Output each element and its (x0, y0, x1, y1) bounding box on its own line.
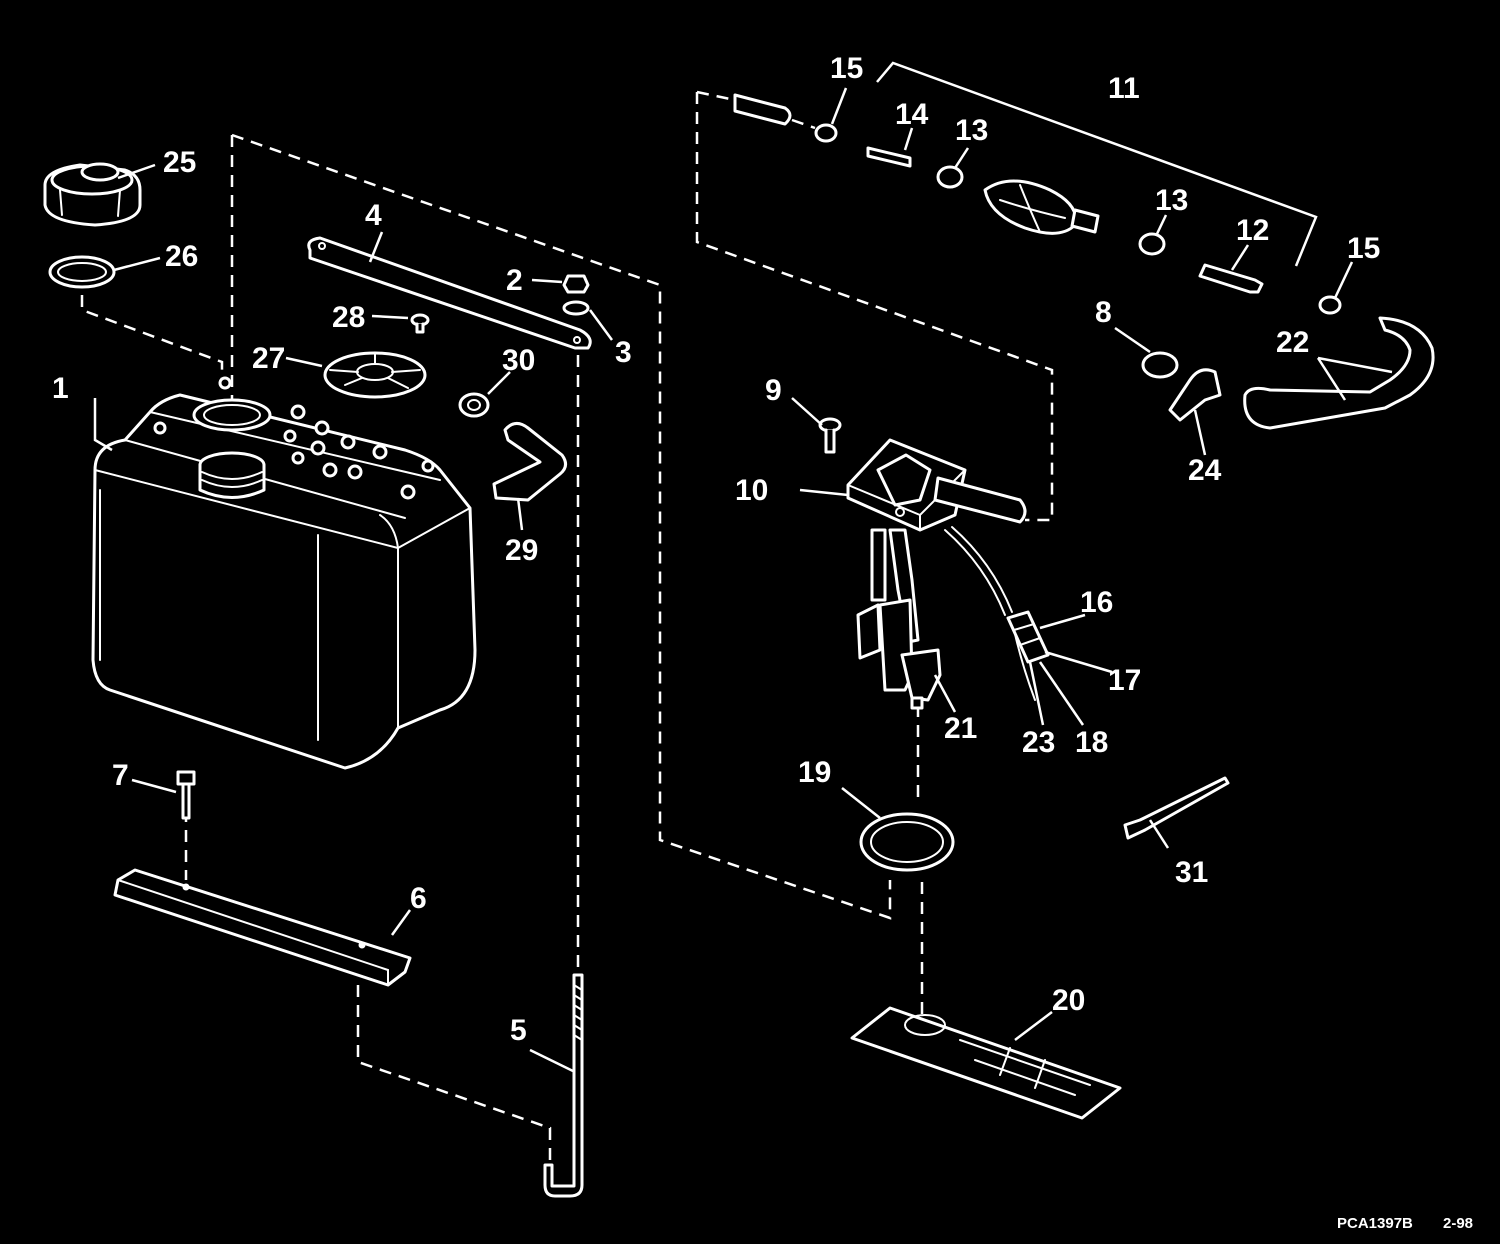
callout-24: 24 (1188, 454, 1222, 487)
callout-14: 14 (895, 98, 929, 131)
callout-27: 27 (252, 342, 285, 375)
gauge-plate (850, 1006, 1122, 1120)
callout-18: 18 (1075, 726, 1108, 759)
callout-15a: 15 (830, 52, 863, 85)
callout-25: 25 (163, 146, 196, 179)
callout-19: 19 (798, 756, 831, 789)
callout-10: 10 (735, 474, 768, 507)
pickup-screw (818, 417, 842, 454)
reference-date: 2-98 (1443, 1215, 1473, 1232)
cover-screw (410, 313, 430, 334)
callout-16: 16 (1080, 586, 1113, 619)
callout-17: 17 (1108, 664, 1141, 697)
callout-21: 21 (944, 712, 977, 745)
callout-labels: 1 2 3 4 5 6 7 8 9 10 11 12 13 13 14 15 1… (52, 52, 1380, 1047)
primer-bulb-kit (733, 93, 1435, 430)
reference-code: PCA1397B (1337, 1215, 1413, 1232)
leader-lines (93, 61, 1393, 1074)
callout-28: 28 (332, 301, 365, 334)
callout-3: 3 (615, 336, 632, 369)
callout-12: 12 (1236, 214, 1269, 247)
wire-connector (1006, 610, 1050, 664)
callout-22: 22 (1276, 326, 1309, 359)
hose-clamp-30 (458, 392, 490, 418)
callout-9: 9 (765, 374, 782, 407)
fuel-tank (91, 376, 477, 770)
callout-23: 23 (1022, 726, 1055, 759)
callout-15b: 15 (1347, 232, 1380, 265)
pickup-seal-ring (859, 812, 955, 872)
callout-4: 4 (365, 199, 382, 232)
nut-and-washer (562, 274, 590, 316)
callout-26: 26 (165, 240, 198, 273)
gauge-cover (323, 351, 427, 399)
callout-31: 31 (1175, 856, 1208, 889)
bracket-bolt (176, 770, 196, 820)
callout-6: 6 (410, 882, 427, 915)
fuel-cap (43, 162, 142, 227)
hold-down-rod (543, 973, 584, 1198)
callout-1: 1 (52, 372, 69, 405)
tie-strap (1123, 776, 1230, 840)
tank-strap (307, 236, 592, 350)
mounting-bracket (113, 868, 412, 987)
callout-13a: 13 (955, 114, 988, 147)
callout-13b: 13 (1155, 184, 1188, 217)
callout-7: 7 (112, 759, 129, 792)
callout-29: 29 (505, 534, 538, 567)
callout-5: 5 (510, 1014, 527, 1047)
callout-20: 20 (1052, 984, 1085, 1017)
cap-seal-ring (48, 255, 116, 289)
fuel-pickup-assembly (846, 438, 1036, 710)
callout-30: 30 (502, 344, 535, 377)
callout-11: 11 (1108, 72, 1140, 105)
callout-8: 8 (1095, 296, 1112, 329)
assembly-dashed-lines (80, 90, 1054, 1160)
vent-hose (492, 422, 567, 502)
callout-2: 2 (506, 264, 523, 297)
